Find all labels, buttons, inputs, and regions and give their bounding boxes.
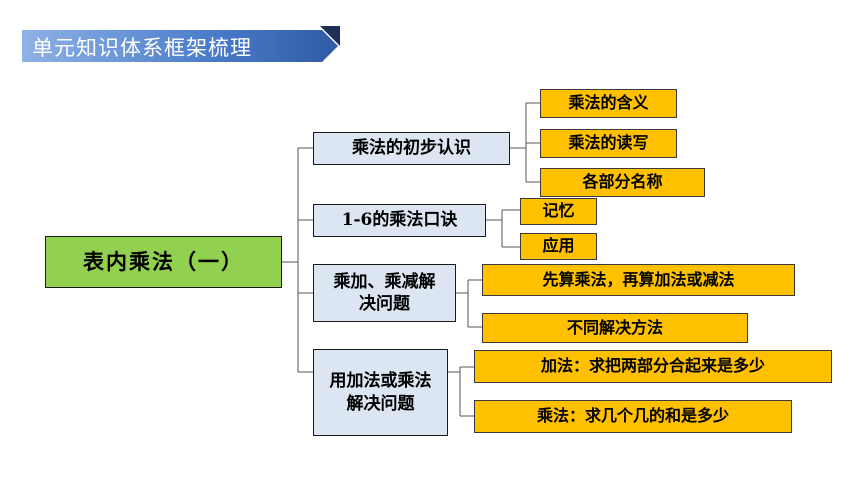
leaf-node-memorize: 记忆 [520, 198, 597, 225]
leaf-node-different-methods: 不同解决方法 [482, 313, 748, 343]
section-banner: 单元知识体系框架梳理 [22, 26, 352, 66]
leaf-node-part-names: 各部分名称 [540, 168, 705, 197]
leaf-node-multiplication: 乘法：求几个几的和是多少 [474, 400, 792, 433]
branch-node-add-or-multiply: 用加法或乘法解决问题 [313, 349, 448, 436]
branch-node-multiply-add-subtract: 乘加、乘减解决问题 [313, 264, 456, 322]
leaf-node-multiply-first: 先算乘法，再算加法或减法 [482, 264, 795, 296]
root-node: 表内乘法（一） [45, 236, 282, 288]
leaf-node-addition: 加法：求把两部分合起来是多少 [474, 350, 832, 383]
banner-shape [22, 26, 340, 62]
branch-node-multiplication-intro: 乘法的初步认识 [313, 132, 510, 165]
leaf-node-read-write: 乘法的读写 [540, 129, 677, 158]
leaf-node-apply: 应用 [520, 233, 597, 260]
section-title: 单元知识体系框架梳理 [32, 36, 252, 60]
branch-node-times-table: 1-6的乘法口诀 [313, 204, 486, 237]
leaf-node-meaning: 乘法的含义 [540, 89, 677, 118]
